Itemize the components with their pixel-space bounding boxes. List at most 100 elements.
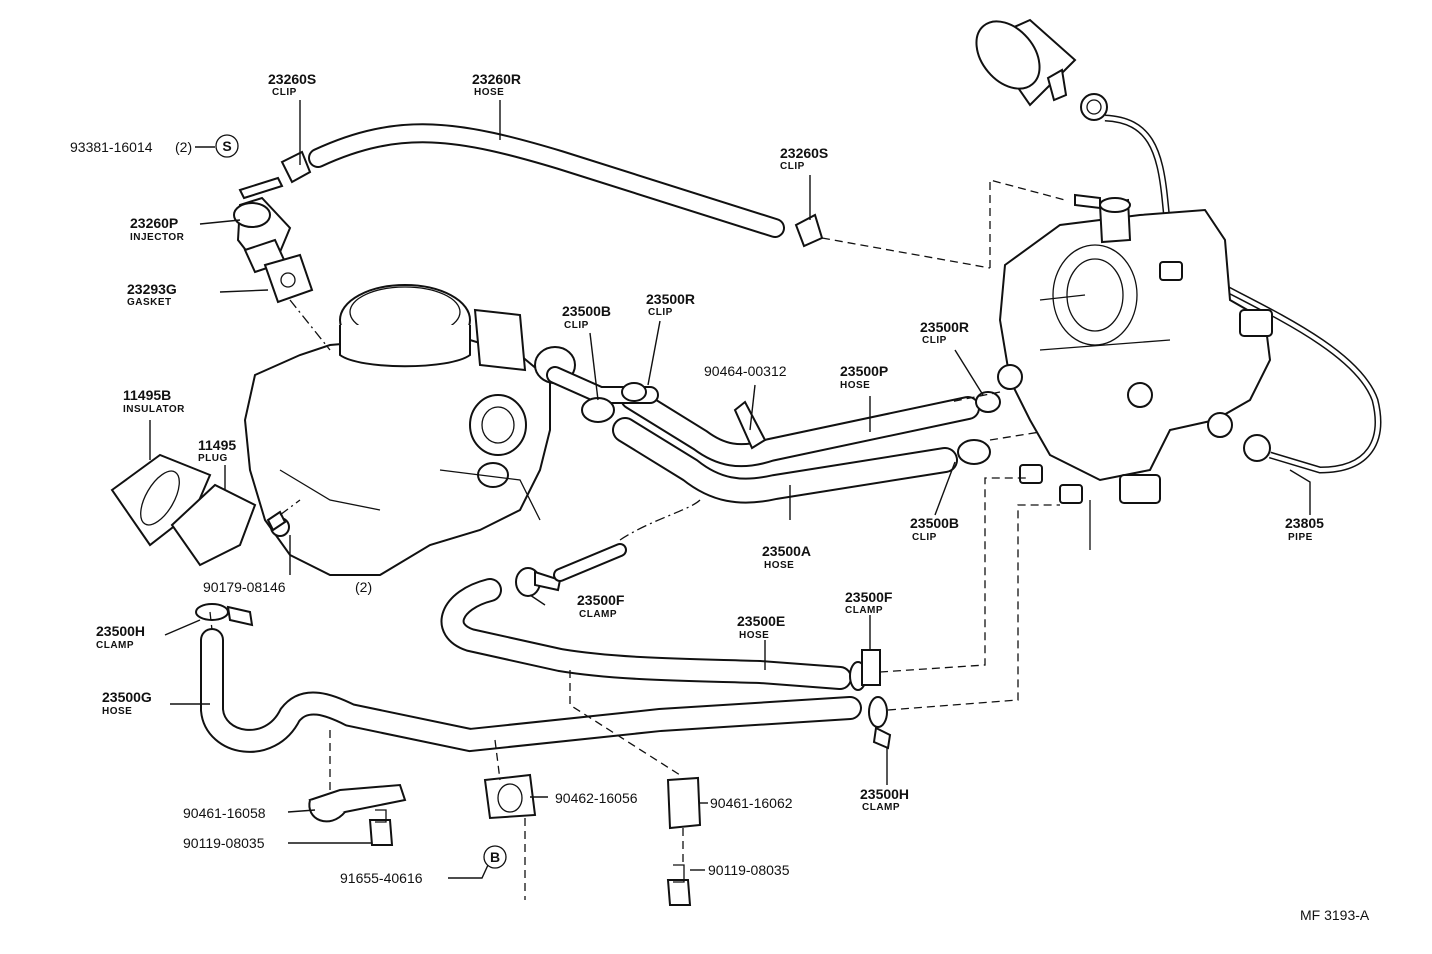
part-description: CLIP bbox=[648, 307, 673, 318]
assembly-lines bbox=[209, 179, 1066, 900]
part-number: 93381-16014 bbox=[70, 139, 153, 155]
part-description: HOSE bbox=[840, 380, 870, 391]
clip-23500b bbox=[581, 397, 615, 423]
part-number: 90119-08035 bbox=[708, 862, 790, 878]
callout-90461-16062: 90461-16062 bbox=[710, 795, 793, 811]
bolt-90119-08035 bbox=[368, 809, 394, 846]
part-description: CLAMP bbox=[579, 609, 617, 620]
part-number: 23500F bbox=[577, 592, 625, 608]
callout-23500r: 23500R CLIP bbox=[920, 319, 969, 346]
callout-23500p: 23500P HOSE bbox=[840, 363, 888, 391]
callout-23500f: 23500F CLAMP bbox=[577, 592, 625, 620]
clamp-23500h bbox=[195, 603, 254, 627]
part-number: 90461-16058 bbox=[183, 805, 266, 821]
symbol-b-label: B bbox=[490, 849, 500, 865]
clamp-23500h bbox=[868, 696, 892, 750]
hose-23500g bbox=[200, 628, 862, 753]
part-number: 90461-16062 bbox=[710, 795, 793, 811]
callout-91655-40616: 91655-40616 bbox=[340, 870, 423, 886]
part-number: 90464-00312 bbox=[704, 363, 787, 379]
callout-90462-16056: 90462-16056 bbox=[555, 790, 638, 806]
callout-23500a: 23500A HOSE bbox=[762, 543, 811, 571]
part-number: 23500B bbox=[910, 515, 959, 531]
hose-23500p bbox=[620, 386, 980, 468]
pipe-fitting bbox=[1243, 434, 1271, 462]
callout-11495b: 11495B INSULATOR bbox=[123, 387, 185, 415]
gasket-23293g bbox=[263, 253, 314, 304]
part-number: 11495B bbox=[123, 387, 171, 403]
callout-93381-16014: 93381-16014 (2) bbox=[70, 139, 192, 155]
part-number: 90179-08146 bbox=[203, 579, 286, 595]
part-number: 23260S bbox=[780, 145, 828, 161]
part-number: 23805 bbox=[1285, 515, 1324, 531]
part-qty: (2) bbox=[355, 579, 372, 595]
hose-23500a bbox=[612, 417, 958, 504]
symbol-s-label: S bbox=[222, 138, 231, 154]
callout-90119-08035: 90119-08035 bbox=[708, 862, 790, 878]
part-number: 23500F bbox=[845, 589, 893, 605]
callout-23500h: 23500H CLAMP bbox=[860, 786, 909, 813]
callout-90179-08146: 90179-08146 (2) bbox=[203, 579, 372, 595]
callout-23260p: 23260P INJECTOR bbox=[130, 215, 185, 243]
callout-23260s: 23260S CLIP bbox=[268, 71, 316, 98]
callout-23500b: 23500B CLIP bbox=[910, 515, 959, 543]
clip-90462-16056 bbox=[483, 773, 537, 820]
part-qty: (2) bbox=[175, 139, 192, 155]
clamp-23500f bbox=[849, 649, 881, 691]
plug-11495 bbox=[170, 483, 257, 567]
bolt-90119-08035 bbox=[666, 864, 692, 906]
part-number: 23260S bbox=[268, 71, 316, 87]
clip-23260s bbox=[280, 150, 312, 184]
hose-23500e bbox=[440, 578, 852, 690]
hose-23260r bbox=[308, 123, 785, 238]
part-description: PLUG bbox=[198, 453, 228, 464]
callout-23500h: 23500H CLAMP bbox=[96, 623, 145, 651]
bracket-90461-16058 bbox=[308, 783, 407, 823]
leader-lines bbox=[149, 100, 1311, 879]
callout-23260r: 23260R HOSE bbox=[472, 71, 521, 98]
part-number: 23293G bbox=[127, 281, 177, 297]
intake-housing bbox=[243, 284, 576, 576]
symbol-s: S bbox=[215, 134, 239, 158]
fuel-filter bbox=[975, 18, 1108, 121]
part-description: INSULATOR bbox=[123, 404, 185, 415]
callout-23500b: 23500B CLIP bbox=[562, 303, 611, 331]
part-number: 23500G bbox=[102, 689, 152, 705]
callout-90464-00312: 90464-00312 bbox=[704, 363, 787, 379]
part-number: 11495 bbox=[198, 437, 236, 453]
part-description: HOSE bbox=[739, 630, 769, 641]
callout-90461-16058: 90461-16058 bbox=[183, 805, 266, 821]
callout-23805: 23805 PIPE bbox=[1285, 515, 1324, 543]
part-description: INJECTOR bbox=[130, 232, 185, 243]
callout-23500r: 23500R CLIP bbox=[646, 291, 695, 318]
part-description: CLIP bbox=[780, 161, 805, 172]
part-number: 90462-16056 bbox=[555, 790, 638, 806]
part-description: GASKET bbox=[127, 297, 172, 308]
callout-23500f: 23500F CLAMP bbox=[845, 589, 893, 616]
part-number: 23500E bbox=[737, 613, 785, 629]
part-description: PIPE bbox=[1288, 532, 1313, 543]
part-description: CLIP bbox=[912, 532, 937, 543]
part-number: 23500H bbox=[860, 786, 909, 802]
part-number: 23500P bbox=[840, 363, 888, 379]
part-description: CLIP bbox=[564, 320, 589, 331]
part-number: 23260P bbox=[130, 215, 178, 231]
part-number: 23260R bbox=[472, 71, 521, 87]
clip-23260s bbox=[794, 213, 824, 248]
part-number: 23500R bbox=[646, 291, 695, 307]
part-description: HOSE bbox=[764, 560, 794, 571]
bolt-90179-08146 bbox=[266, 510, 290, 537]
clip-90461-16062 bbox=[666, 776, 702, 830]
part-number: 23500H bbox=[96, 623, 145, 639]
clip-23500r bbox=[621, 382, 647, 402]
hose-connector bbox=[553, 543, 627, 582]
part-number: 91655-40616 bbox=[340, 870, 423, 886]
callout-23500g: 23500G HOSE bbox=[102, 689, 152, 717]
part-description: HOSE bbox=[102, 706, 132, 717]
callout-23500e: 23500E HOSE bbox=[737, 613, 785, 641]
callout-23293g: 23293G GASKET bbox=[127, 281, 177, 308]
symbol-b: B bbox=[483, 845, 507, 869]
clip-23500r bbox=[975, 391, 1001, 413]
throttle-body bbox=[997, 193, 1273, 550]
